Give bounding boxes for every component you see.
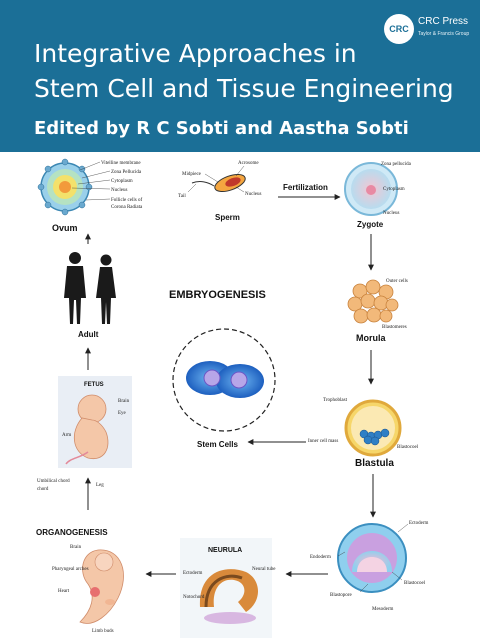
morula-illustration: Outer cells Blastomeres Morula bbox=[347, 279, 408, 343]
fetus-part-label: Arm bbox=[62, 433, 71, 438]
zygote-part-label: Zona pellucida bbox=[381, 162, 412, 167]
adult-illustration: Adult bbox=[64, 252, 116, 339]
blastula-label: Blastula bbox=[355, 458, 394, 469]
ovum-part-label: Corona Radiata bbox=[111, 205, 143, 210]
publisher-badge: CRC CRC Press Taylor & Francis Group bbox=[384, 12, 474, 48]
embryogenesis-diagram: Vitelline membrane Zona Pellucida Cytopl… bbox=[36, 158, 429, 638]
neurula-illustration: NEURULA Ectoderm Notochord Neural tube bbox=[180, 538, 276, 638]
gastrula-part-label: Blastopore bbox=[330, 593, 352, 598]
sperm-part-label: Nucleus bbox=[245, 192, 261, 197]
publisher-name: CRC Press bbox=[418, 16, 469, 27]
fetus-part-label: Eye bbox=[118, 411, 127, 416]
fetus-label: FETUS bbox=[84, 382, 104, 388]
publisher-subtitle: Taylor & Francis Group bbox=[418, 31, 470, 37]
editors-line: Edited by R C Sobti and Aastha Sobti bbox=[34, 118, 409, 139]
ovum-label: Ovum bbox=[52, 223, 78, 233]
neurula-label: NEURULA bbox=[208, 547, 242, 554]
gastrula-part-label: Mesoderm bbox=[372, 607, 393, 612]
blastula-part-label: Inner cell mass bbox=[308, 439, 338, 444]
organ-part-label: Limb buds bbox=[92, 629, 114, 634]
organogenesis-label: ORGANOGENESIS bbox=[36, 528, 108, 537]
sperm-part-label: Tail bbox=[178, 194, 186, 199]
stem-cells-illustration: Stem Cells bbox=[172, 328, 276, 449]
organogenesis-illustration: ORGANOGENESIS Brain Pharyngeal arches He… bbox=[36, 528, 124, 634]
ovum-part-label: Zona Pellucida bbox=[111, 170, 142, 175]
fertilization-label: Fertilization bbox=[283, 183, 328, 192]
neurula-part-label: Notochord bbox=[183, 595, 205, 600]
organ-part-label: Heart bbox=[58, 589, 70, 594]
organ-part-label: Pharyngeal arches bbox=[52, 567, 89, 572]
sperm-part-label: Midpiece bbox=[182, 172, 202, 177]
sperm-illustration: Midpiece Acrosome Tail Nucleus Sperm bbox=[178, 161, 261, 222]
adult-label: Adult bbox=[78, 330, 99, 339]
zygote-label: Zygote bbox=[357, 220, 384, 229]
fetus-part-label-cont: chord bbox=[37, 487, 49, 492]
neurula-part-label: Neural tube bbox=[252, 567, 276, 572]
organ-part-label: Brain bbox=[70, 545, 82, 550]
gastrula-part-label: Ectoderm bbox=[409, 521, 429, 526]
fetus-part-label: Leg bbox=[96, 483, 104, 488]
gastrula-illustration: Ectoderm Endoderm Blastopore Blastocoel … bbox=[310, 521, 429, 612]
fetus-part-label: Umbilical chord bbox=[37, 479, 70, 484]
book-title: Integrative Approaches in Stem Cell and … bbox=[34, 36, 454, 106]
zygote-illustration: Zona pellucida Cytoplasm Nucleus Zygote bbox=[344, 162, 412, 229]
morula-label: Morula bbox=[356, 333, 386, 343]
blastula-part-label: Trophoblast bbox=[323, 398, 348, 403]
morula-part-label: Outer cells bbox=[386, 279, 408, 284]
zygote-part-label: Nucleus bbox=[383, 211, 399, 216]
ovum-part-label: Nucleus bbox=[111, 188, 127, 193]
sperm-part-label: Acrosome bbox=[238, 161, 259, 166]
blastula-illustration: Trophoblast Inner cell mass Blastocoel B… bbox=[308, 398, 419, 469]
blastula-part-label: Blastocoel bbox=[397, 445, 419, 450]
cover-header: Integrative Approaches in Stem Cell and … bbox=[0, 0, 480, 152]
morula-part-label: Blastomeres bbox=[382, 325, 407, 330]
ovum-part-label: Vitelline membrane bbox=[101, 161, 141, 166]
ovum-part-label: Follicle cells of bbox=[111, 198, 142, 203]
crc-logo-icon: CRC bbox=[384, 14, 414, 44]
stem-cells-label: Stem Cells bbox=[197, 440, 238, 449]
gastrula-part-label: Blastocoel bbox=[404, 581, 426, 586]
ovum-illustration: Vitelline membrane Zona Pellucida Cytopl… bbox=[37, 158, 143, 233]
fetus-part-label: Brain bbox=[118, 399, 130, 404]
zygote-part-label: Cytoplasm bbox=[383, 187, 405, 192]
sperm-label: Sperm bbox=[215, 213, 240, 222]
embryogenesis-title: EMBRYOGENESIS bbox=[169, 289, 266, 301]
gastrula-part-label: Endoderm bbox=[310, 555, 331, 560]
title-line-2: Stem Cell and Tissue Engineering bbox=[34, 74, 454, 103]
ovum-part-label: Cytoplasm bbox=[111, 179, 133, 184]
title-line-1: Integrative Approaches in bbox=[34, 39, 357, 68]
neurula-part-label: Ectoderm bbox=[183, 571, 203, 576]
fetus-illustration: FETUS Brain Eye Arm Umbilical chord Leg … bbox=[37, 376, 132, 492]
